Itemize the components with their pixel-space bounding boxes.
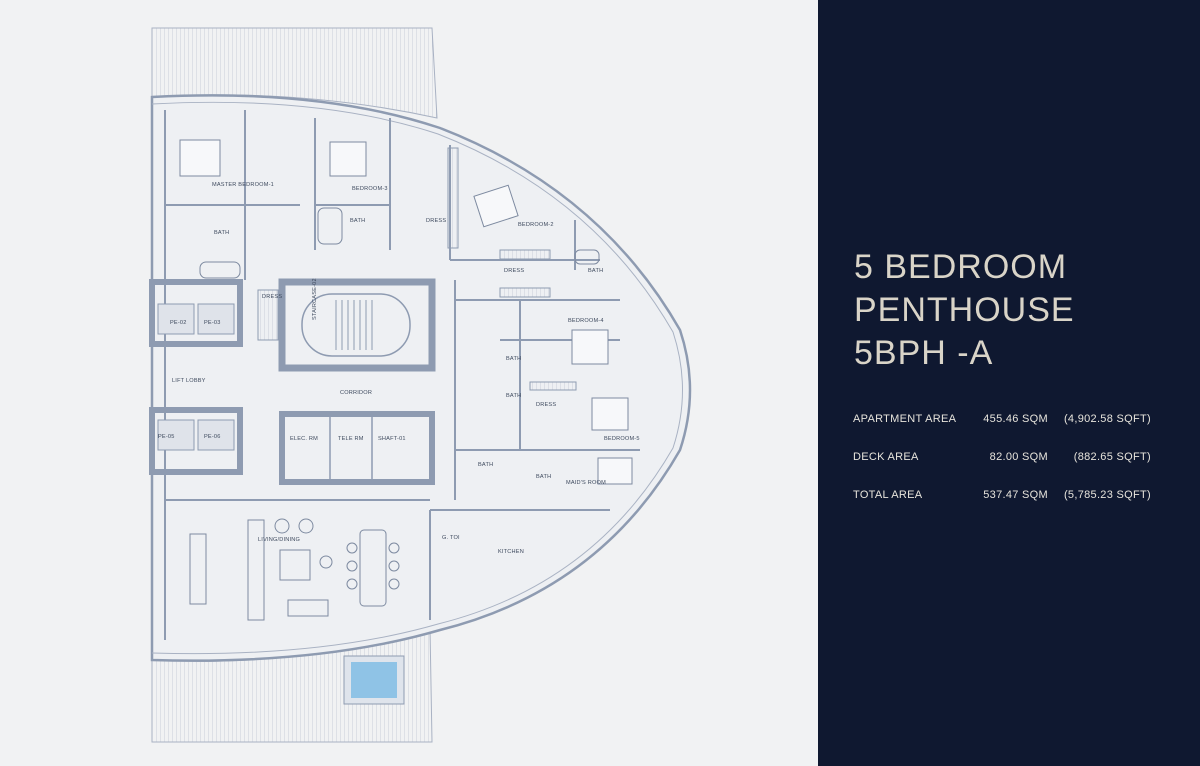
label-shaft: SHAFT-01: [378, 436, 406, 442]
slab-outline: [150, 94, 692, 662]
area-sqft: (5,785.23 SQFT): [1063, 489, 1151, 501]
area-label: APARTMENT AREA: [853, 413, 957, 425]
area-row-total: TOTAL AREA 537.47 SQM (5,785.23 SQFT): [853, 489, 1173, 527]
label-bedroom-2: BEDROOM-2: [518, 222, 554, 228]
label-maids-room: MAID'S ROOM: [566, 480, 606, 486]
area-label: TOTAL AREA: [853, 489, 923, 501]
label-bedroom-4: BEDROOM-4: [568, 318, 604, 324]
label-g-toi: G. TOI: [442, 535, 460, 541]
label-dress-b4: DRESS: [536, 402, 556, 408]
label-bath-b5: BATH: [506, 393, 521, 399]
label-master-bedroom: MASTER BEDROOM-1: [212, 182, 274, 188]
label-bath-b2: BATH: [588, 268, 603, 274]
area-sqm: 455.46 SQM: [983, 413, 1048, 425]
label-living-dining: LIVING/DINING: [258, 537, 300, 543]
info-panel: 5 BEDROOM PENTHOUSE 5BPH -A APARTMENT AR…: [818, 0, 1200, 766]
pool-water: [351, 662, 397, 698]
core-top: [149, 279, 243, 347]
lift-cars: [157, 303, 235, 451]
area-label: DECK AREA: [853, 451, 919, 463]
area-sqm: 537.47 SQM: [983, 489, 1048, 501]
area-row-apartment: APARTMENT AREA 455.46 SQM (4,902.58 SQFT…: [853, 413, 1173, 451]
label-staircase: STAIRCASE-02: [312, 278, 318, 320]
label-bath-b4: BATH: [506, 356, 521, 362]
label-bath-master: BATH: [214, 230, 229, 236]
label-dress-b3: DRESS: [426, 218, 446, 224]
area-sqm: 82.00 SQM: [989, 451, 1048, 463]
bathtubs: [199, 207, 600, 279]
label-bath-maid: BATH: [478, 462, 493, 468]
label-dress-master: DRESS: [262, 294, 282, 300]
stair-core: [278, 278, 436, 372]
core-bottom: [149, 407, 243, 475]
service-partitions: [329, 414, 373, 482]
unit-title: 5 BEDROOM PENTHOUSE 5BPH -A: [854, 246, 1075, 375]
label-bath-maid-2: BATH: [536, 474, 551, 480]
label-pe-02: PE-02: [170, 320, 187, 326]
label-kitchen: KITCHEN: [498, 549, 524, 555]
title-line-3: 5BPH -A: [854, 334, 994, 372]
label-pe-03: PE-03: [204, 320, 221, 326]
area-sqft: (4,902.58 SQFT): [1063, 413, 1151, 425]
label-lift-lobby: LIFT LOBBY: [172, 378, 206, 384]
wardrobes: [257, 147, 577, 391]
title-line-1: 5 BEDROOM: [854, 248, 1068, 286]
label-bedroom-5: BEDROOM-5: [604, 436, 640, 442]
service-core: [279, 411, 435, 485]
label-elec-rm: ELEC. RM: [290, 436, 318, 442]
label-bath-b3: BATH: [350, 218, 365, 224]
label-bedroom-3: BEDROOM-3: [352, 186, 388, 192]
area-row-deck: DECK AREA 82.00 SQM (882.65 SQFT): [853, 451, 1173, 489]
beds: [179, 139, 633, 485]
stair-treads: [335, 300, 373, 350]
living-furniture: [189, 518, 400, 621]
label-dress-b2: DRESS: [504, 268, 524, 274]
label-pe-05: PE-05: [158, 434, 175, 440]
floor-plan-area: MASTER BEDROOM-1 BEDROOM-3 BEDROOM-2 BED…: [149, 27, 692, 743]
stair-well: [301, 293, 411, 357]
label-corridor: CORRIDOR: [340, 390, 372, 396]
area-sqft: (882.65 SQFT): [1073, 451, 1151, 463]
area-table: APARTMENT AREA 455.46 SQM (4,902.58 SQFT…: [853, 413, 1173, 527]
floor-plan-drawing: MASTER BEDROOM-1 BEDROOM-3 BEDROOM-2 BED…: [149, 27, 692, 743]
label-tele-rm: TELE RM: [338, 436, 364, 442]
label-pe-06: PE-06: [204, 434, 221, 440]
title-line-2: PENTHOUSE: [854, 291, 1075, 329]
